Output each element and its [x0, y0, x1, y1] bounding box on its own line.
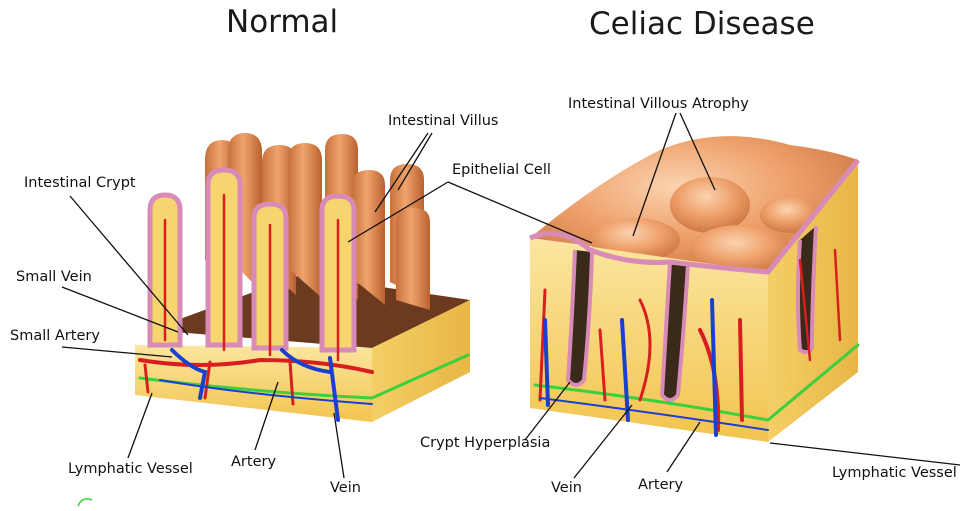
label-lymphatic-vessel-celiac: Lymphatic Vessel [832, 466, 957, 481]
label-intestinal-crypt: Intestinal Crypt [24, 176, 136, 191]
label-villous-atrophy: Intestinal Villous Atrophy [568, 97, 749, 112]
leader-vein-normal [334, 413, 344, 478]
leader-lymphatic-vessel-celiac [770, 443, 960, 465]
label-small-artery: Small Artery [10, 329, 100, 344]
label-vein-celiac: Vein [551, 481, 582, 496]
label-intestinal-villus: Intestinal Villus [388, 114, 499, 129]
label-artery-normal: Artery [231, 455, 276, 470]
label-artery-celiac: Artery [638, 478, 683, 493]
stray-mark [78, 499, 92, 506]
title-normal: Normal [226, 4, 338, 40]
celiac-tissue-block [530, 136, 858, 442]
label-epithelial-cell: Epithelial Cell [452, 163, 551, 178]
leader-lymphatic-vessel-normal [128, 393, 152, 458]
normal-tissue-block [135, 133, 470, 422]
title-celiac: Celiac Disease [589, 6, 815, 42]
label-vein-normal: Vein [330, 481, 361, 496]
label-lymphatic-vessel-normal: Lymphatic Vessel [68, 462, 193, 477]
label-crypt-hyperplasia: Crypt Hyperplasia [420, 436, 550, 451]
label-small-vein: Small Vein [16, 270, 92, 285]
